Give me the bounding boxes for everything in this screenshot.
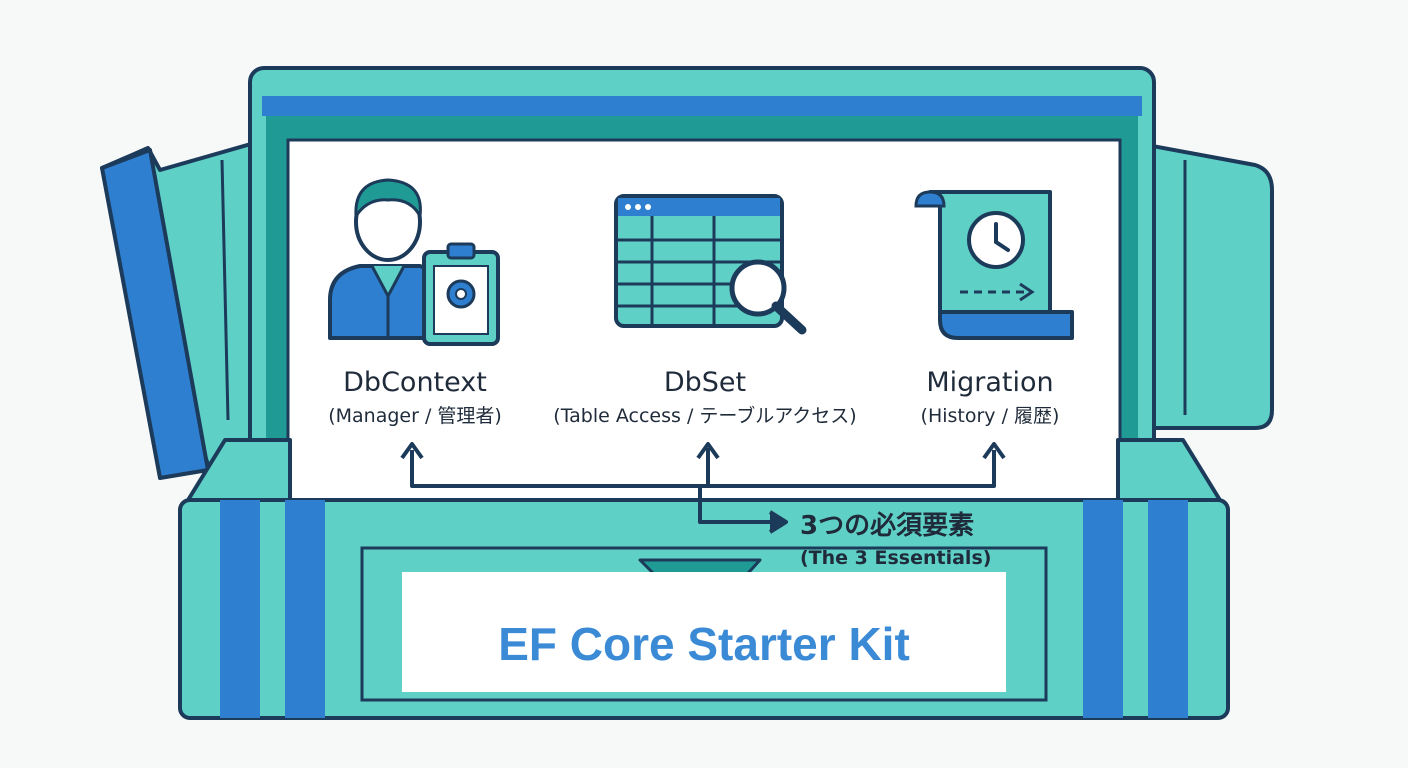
dbset-label: DbSet (Table Access / テーブルアクセス)	[530, 367, 880, 429]
migration-name: Migration	[926, 367, 1054, 398]
kit-title: EF Core Starter Kit	[498, 618, 910, 670]
table-magnifier-icon	[614, 194, 807, 335]
manager-clipboard-gear-icon	[328, 178, 500, 346]
right-flap	[1118, 138, 1274, 430]
dbset-subtitle: (Table Access / テーブルアクセス)	[553, 405, 857, 427]
dbcontext-subtitle: (Manager / 管理者)	[328, 405, 502, 427]
left-flap	[100, 138, 272, 480]
dbcontext-name: DbContext	[343, 367, 487, 398]
essentials-callout: 3つの必須要素 (The 3 Essentials)	[800, 510, 1040, 571]
migration-label: Migration (History / 履歴)	[890, 367, 1090, 429]
box-body	[178, 438, 1230, 720]
essentials-title: 3つの必須要素	[800, 511, 975, 541]
dbset-name: DbSet	[663, 367, 747, 398]
dbcontext-label: DbContext (Manager / 管理者)	[300, 367, 530, 429]
migration-subtitle: (History / 履歴)	[920, 405, 1060, 427]
connector-arrows	[400, 442, 1006, 534]
essentials-subtitle: (The 3 Essentials)	[800, 547, 992, 569]
scroll-clock-arrow-icon	[914, 190, 1074, 340]
